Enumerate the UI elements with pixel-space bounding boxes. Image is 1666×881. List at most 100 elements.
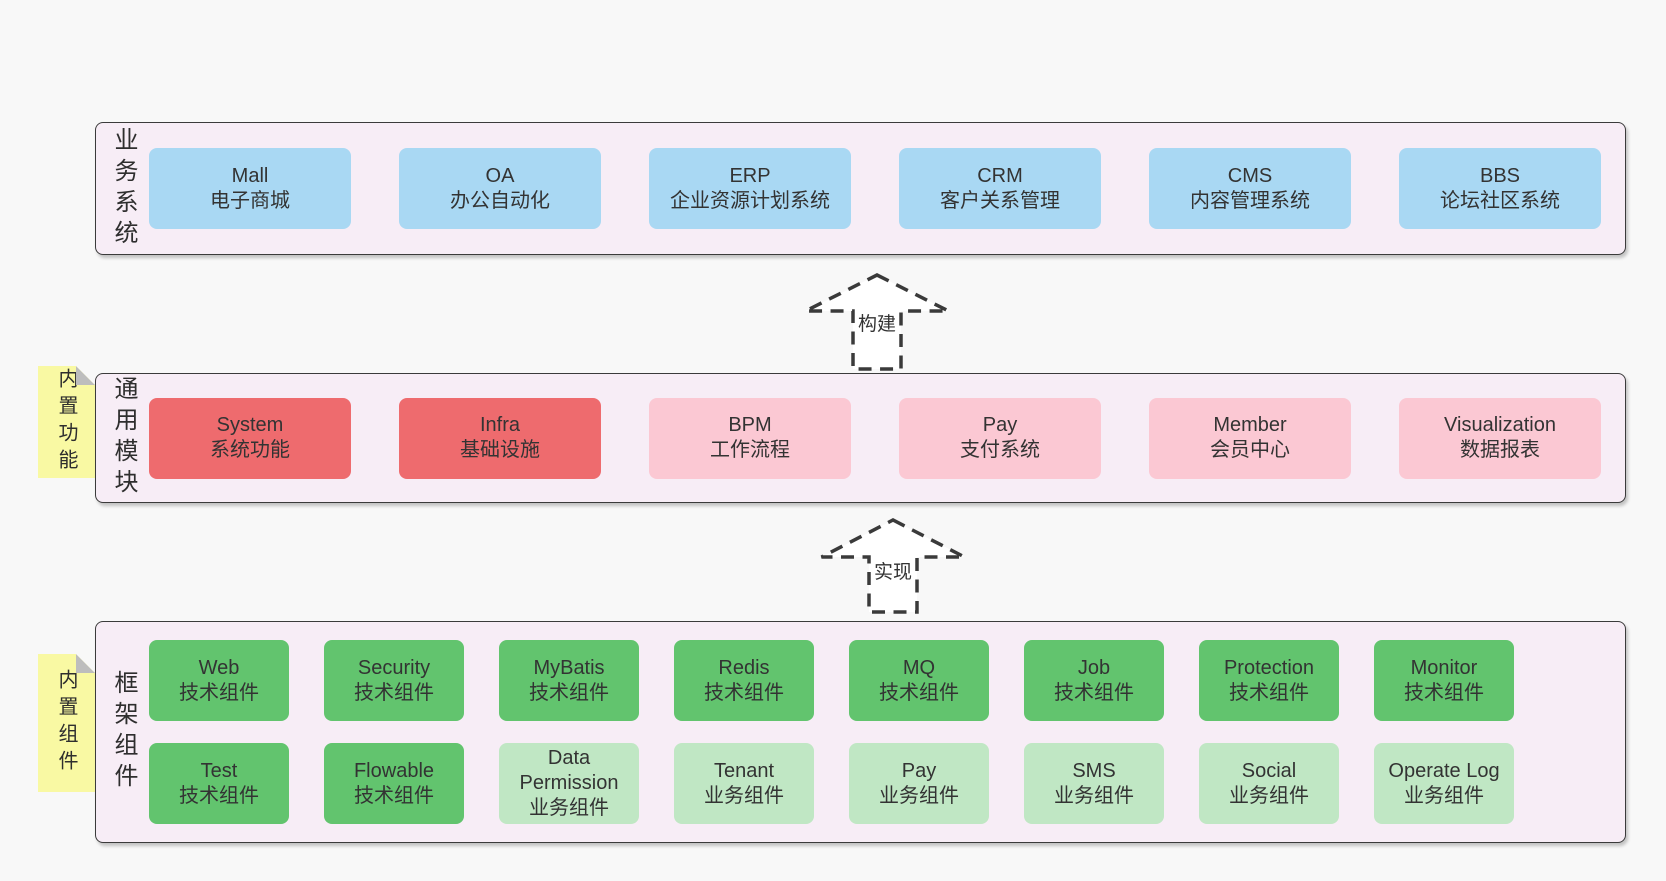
component-desc: 企业资源计划系统 xyxy=(670,189,830,212)
component-desc: 业务组件 xyxy=(704,784,784,807)
component-name: Test xyxy=(200,759,238,782)
component-name: Security xyxy=(357,656,431,679)
component-desc: 技术组件 xyxy=(354,784,434,807)
sticky-built-in-components-label: 内置组件 xyxy=(55,669,77,777)
component-desc: 业务组件 xyxy=(879,784,959,807)
build-arrow: 构建 xyxy=(795,270,959,372)
component-name: Job xyxy=(1077,656,1111,679)
component-desc: 技术组件 xyxy=(1054,681,1134,704)
component-name: Mall xyxy=(231,164,269,187)
sticky-built-in-features-label: 内置功能 xyxy=(55,368,77,476)
build-arrow-label: 构建 xyxy=(856,309,898,336)
component-name: Visualization xyxy=(1444,414,1556,436)
component-desc: 技术组件 xyxy=(704,681,784,704)
component-box-data-permission: Data Permission 业务组件 xyxy=(499,743,639,824)
panel-label-common-modules: 通用模块 xyxy=(110,376,137,500)
component-box-pay: Pay 支付系统 xyxy=(899,397,1101,479)
component-name: CMS xyxy=(1227,164,1273,187)
component-name: Protection xyxy=(1223,656,1315,679)
component-name: CRM xyxy=(977,164,1023,187)
component-desc: 业务组件 xyxy=(1054,784,1134,807)
sticky-fold-corner xyxy=(76,654,95,673)
component-desc: 支付系统 xyxy=(960,439,1040,461)
component-desc: 业务组件 xyxy=(1229,784,1309,807)
component-box-visualization: Visualization 数据报表 xyxy=(1399,397,1601,479)
component-desc: 技术组件 xyxy=(529,681,609,704)
component-desc: 客户关系管理 xyxy=(940,189,1060,212)
component-name: BBS xyxy=(1479,164,1521,187)
component-name: Redis xyxy=(718,656,770,679)
component-desc: 电子商城 xyxy=(210,189,290,212)
sticky-built-in-features: 内置功能 xyxy=(38,366,95,478)
component-desc: 业务组件 xyxy=(529,797,609,819)
component-desc: 技术组件 xyxy=(179,784,259,807)
component-desc: 工作流程 xyxy=(710,439,790,461)
component-name: Monitor xyxy=(1410,656,1478,679)
implement-arrow: 实现 xyxy=(811,515,975,615)
panel-label-business-systems: 业务系统 xyxy=(110,126,137,251)
component-name: MyBatis xyxy=(533,656,605,679)
component-desc: 业务组件 xyxy=(1404,784,1484,807)
component-desc: 技术组件 xyxy=(1229,681,1309,704)
component-desc: 技术组件 xyxy=(179,681,259,704)
component-desc: 技术组件 xyxy=(1404,681,1484,704)
component-name: Web xyxy=(198,656,240,679)
sticky-fold-corner xyxy=(76,366,95,385)
component-desc: 会员中心 xyxy=(1210,439,1290,461)
component-desc: 内容管理系统 xyxy=(1190,189,1310,212)
component-name: Data Permission xyxy=(519,747,619,794)
component-desc: 技术组件 xyxy=(879,681,959,704)
panel-label-framework-components: 框架组件 xyxy=(110,670,137,794)
component-name: Flowable xyxy=(353,759,435,782)
component-name: Infra xyxy=(479,414,521,436)
component-box-bpm: BPM 工作流程 xyxy=(649,397,851,479)
component-desc: 系统功能 xyxy=(210,439,290,461)
component-box-system: System 系统功能 xyxy=(149,397,351,479)
component-desc: 技术组件 xyxy=(354,681,434,704)
component-name: ERP xyxy=(729,164,771,187)
component-desc: 数据报表 xyxy=(1460,439,1540,461)
implement-arrow-label: 实现 xyxy=(872,557,914,584)
component-name: Pay xyxy=(982,414,1018,436)
component-name: Pay xyxy=(901,759,937,782)
component-name: Tenant xyxy=(713,759,775,782)
sticky-built-in-components: 内置组件 xyxy=(38,654,95,792)
component-desc: 论坛社区系统 xyxy=(1440,189,1560,212)
component-name: BPM xyxy=(728,414,772,436)
component-desc: 办公自动化 xyxy=(450,189,550,212)
component-name: MQ xyxy=(902,656,936,679)
component-name: SMS xyxy=(1072,759,1116,782)
component-name: System xyxy=(216,414,284,436)
component-name: Operate Log xyxy=(1388,759,1500,782)
